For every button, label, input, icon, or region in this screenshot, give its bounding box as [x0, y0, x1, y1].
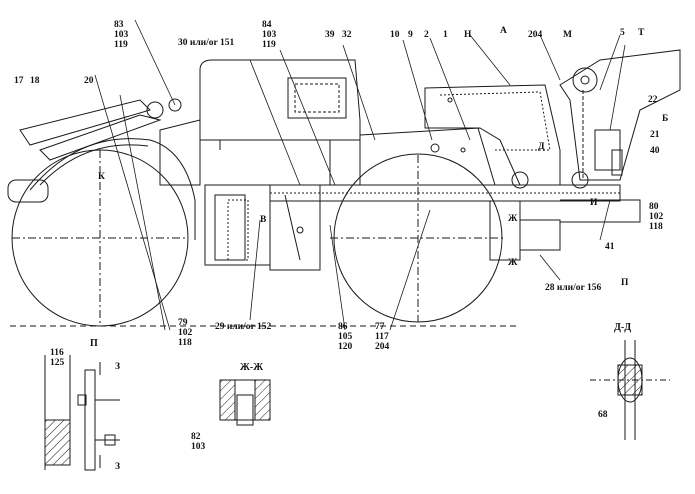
callout-Zh-upper: Ж	[508, 214, 518, 224]
callout-18: 18	[30, 76, 40, 86]
detail-p-title: П	[90, 338, 98, 349]
callout-17: 17	[14, 76, 24, 86]
callout-H: Н	[464, 30, 472, 40]
rear-wheel	[330, 153, 505, 323]
callout-10: 10	[390, 30, 400, 40]
callout-B-top: Б	[662, 114, 669, 124]
callout-9: 9	[408, 30, 413, 40]
callout-V: В	[260, 215, 267, 225]
callout-39: 39	[325, 30, 335, 40]
hydraulic-lines	[94, 19, 626, 331]
callout-41: 41	[605, 242, 615, 252]
detail-zhzh-title: Ж-Ж	[240, 362, 264, 373]
callout-28-156: 28 или/or 156	[545, 283, 602, 293]
callout-22: 22	[648, 95, 658, 105]
callout-Zh-lower: Ж	[508, 258, 518, 268]
callout-K: К	[98, 172, 105, 182]
front-fender	[7, 138, 196, 240]
callout-L: Д	[538, 142, 545, 152]
hopper-body	[359, 84, 561, 186]
callout-29-152: 29 или/or 152	[215, 322, 272, 332]
detail-view-zh	[219, 379, 271, 426]
detail-dd-title: Д-Д	[614, 322, 632, 333]
detail-dd-68: 68	[598, 410, 608, 420]
detail-view-dd	[590, 340, 670, 440]
callout-32: 32	[342, 30, 352, 40]
callout-I: И	[590, 198, 598, 208]
callout-30-151: 30 или/or 151	[178, 38, 235, 48]
callout-1: 1	[443, 30, 448, 40]
detail-p-z-upper: З	[115, 362, 121, 372]
callout-20: 20	[84, 76, 94, 86]
callout-5: 5	[620, 28, 625, 38]
callout-M: М	[563, 30, 572, 40]
callout-40: 40	[650, 146, 660, 156]
callout-T: Т	[638, 28, 645, 38]
callout-21: 21	[650, 130, 660, 140]
engine-cab	[159, 59, 361, 186]
frame	[269, 184, 641, 261]
callout-P: П	[621, 278, 629, 288]
callout-2: 2	[424, 30, 429, 40]
rear-hopper-assembly	[511, 49, 681, 189]
front-loader-arm	[19, 98, 182, 161]
callout-204: 204	[528, 30, 543, 40]
callout-A: А	[500, 26, 507, 36]
detail-p-z-lower: З	[115, 462, 121, 472]
transmission	[204, 184, 321, 271]
detail-view-p	[44, 355, 120, 471]
